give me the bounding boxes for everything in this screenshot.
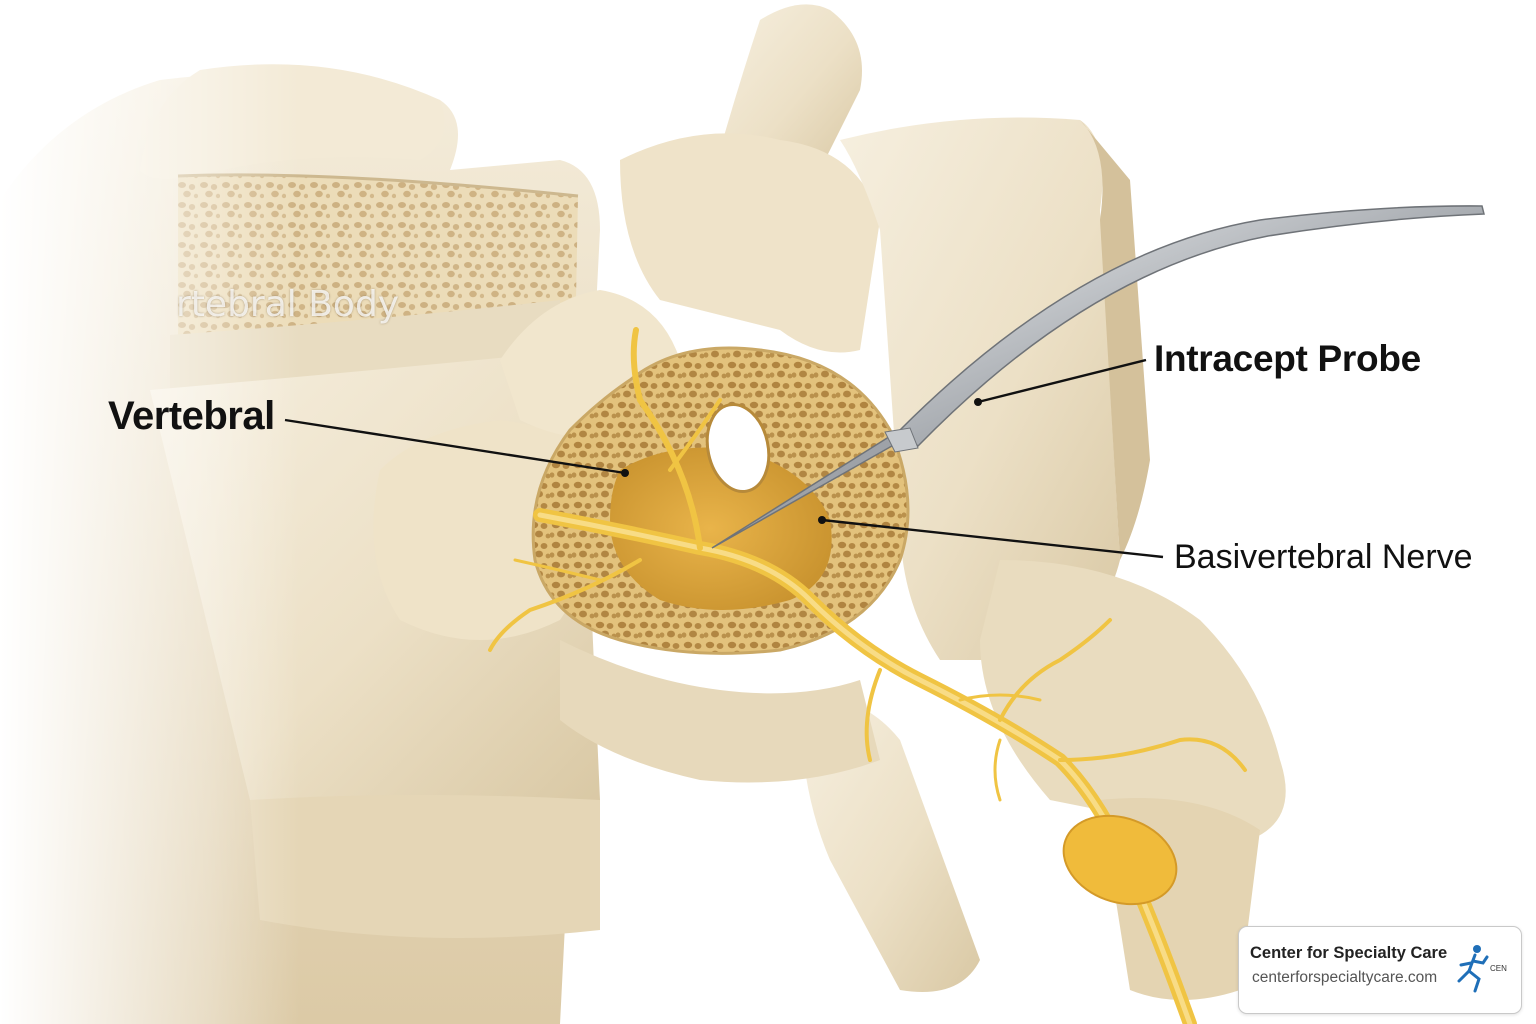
vertebral-body-faded-label: rtebral Body bbox=[176, 284, 400, 325]
brand-badge[interactable]: Center for Specialty Care centerforspeci… bbox=[1238, 926, 1522, 1014]
leader-lines bbox=[284, 358, 1164, 559]
left-fade bbox=[0, 0, 300, 1024]
logo-text: CEN bbox=[1490, 964, 1507, 973]
leader-dots bbox=[621, 398, 982, 524]
basivertebral-nerve bbox=[488, 327, 1247, 1024]
intracept-probe bbox=[711, 205, 1485, 549]
brand-name: Center for Specialty Care bbox=[1250, 944, 1448, 962]
vertebral-label: Vertebral bbox=[108, 394, 275, 438]
runner-logo-icon: CEN bbox=[1457, 945, 1507, 993]
basivertebral-nerve-label: Basivertebral Nerve bbox=[1174, 538, 1473, 576]
brand-url[interactable]: centerforspecialtycare.com bbox=[1252, 969, 1438, 986]
posterior-elements bbox=[373, 4, 1286, 1000]
intracept-probe-label: Intracept Probe bbox=[1154, 338, 1421, 379]
